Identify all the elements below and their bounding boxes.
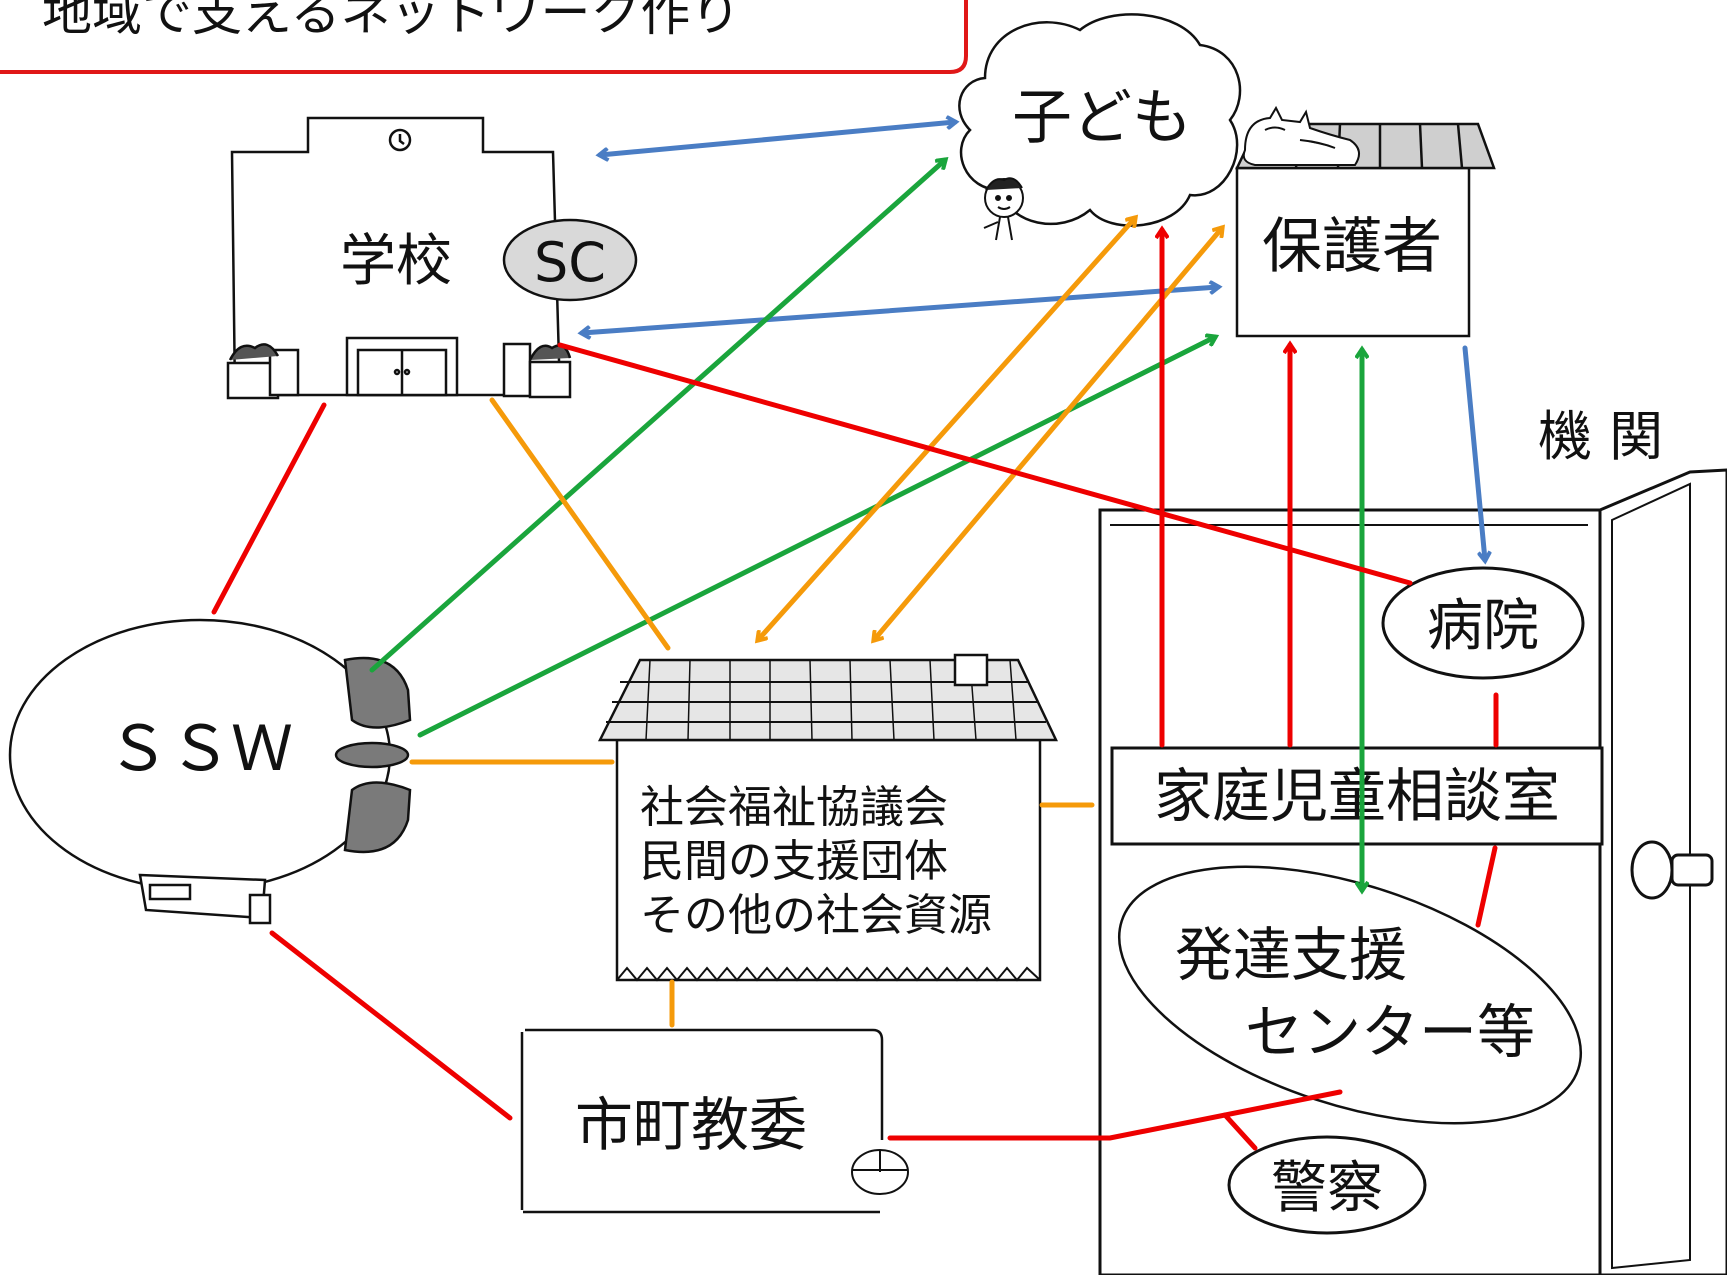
family-room-node: 家庭児童相談室 (1110, 746, 1604, 846)
sc-badge: SC (502, 218, 638, 302)
title-box: 地域で支えるネットワーク作り (0, 0, 968, 74)
hospital-label: 病院 (1427, 594, 1539, 659)
link-family-devcenter (1475, 845, 1498, 928)
page-title: 地域で支えるネットワーク作り (42, 0, 741, 42)
link-devcenter-police (1222, 1112, 1258, 1151)
link-ssw-board (269, 930, 513, 1121)
sc-label: SC (534, 231, 606, 294)
welfare-line2: 民間の支援団体 (640, 836, 948, 887)
family-room-label: 家庭児童相談室 (1154, 762, 1560, 830)
board-label: 市町教委 (575, 1091, 807, 1159)
police-label: 警察 (1271, 1156, 1383, 1221)
link-school-welfare (489, 397, 671, 651)
kikan-label: 機 関 (1538, 405, 1663, 468)
child-label: 子ども (1012, 83, 1192, 153)
school-label: 学校 (340, 229, 452, 294)
development-center-line1: 発達支援 (1175, 921, 1407, 989)
development-center-line2: センター等 (1245, 998, 1535, 1066)
link-school-hospital (557, 342, 1413, 586)
link-school-ssw (211, 402, 327, 615)
welfare-line3: その他の社会資源 (640, 890, 992, 941)
school-building (226, 116, 572, 400)
link-guardian-hospital (1462, 345, 1485, 560)
police-node: 警察 (1227, 1135, 1427, 1235)
development-center-node: 発達支援 センター等 (1117, 865, 1583, 1125)
child-cloud (958, 13, 1242, 227)
board-node: 市町教委 (520, 1028, 909, 1214)
welfare-house (597, 653, 1058, 982)
link-school-guardian (582, 287, 1218, 333)
ssw-blimp (8, 618, 412, 925)
link-school-child (600, 122, 955, 155)
welfare-line1: 社会福祉協議会 (640, 782, 948, 833)
hospital-node: 病院 (1381, 566, 1585, 680)
ssw-label: ＳＳＷ (107, 712, 293, 785)
guardian-house (1235, 122, 1496, 338)
mouse-icon (851, 1149, 909, 1195)
child-person-icon (983, 177, 1024, 241)
connection-lines (211, 122, 1499, 1151)
guardian-label: 保護者 (1262, 212, 1442, 282)
link-welfare-child (758, 218, 1135, 640)
cat-icon (1242, 105, 1360, 166)
link-board-devcenter (887, 1089, 1343, 1141)
